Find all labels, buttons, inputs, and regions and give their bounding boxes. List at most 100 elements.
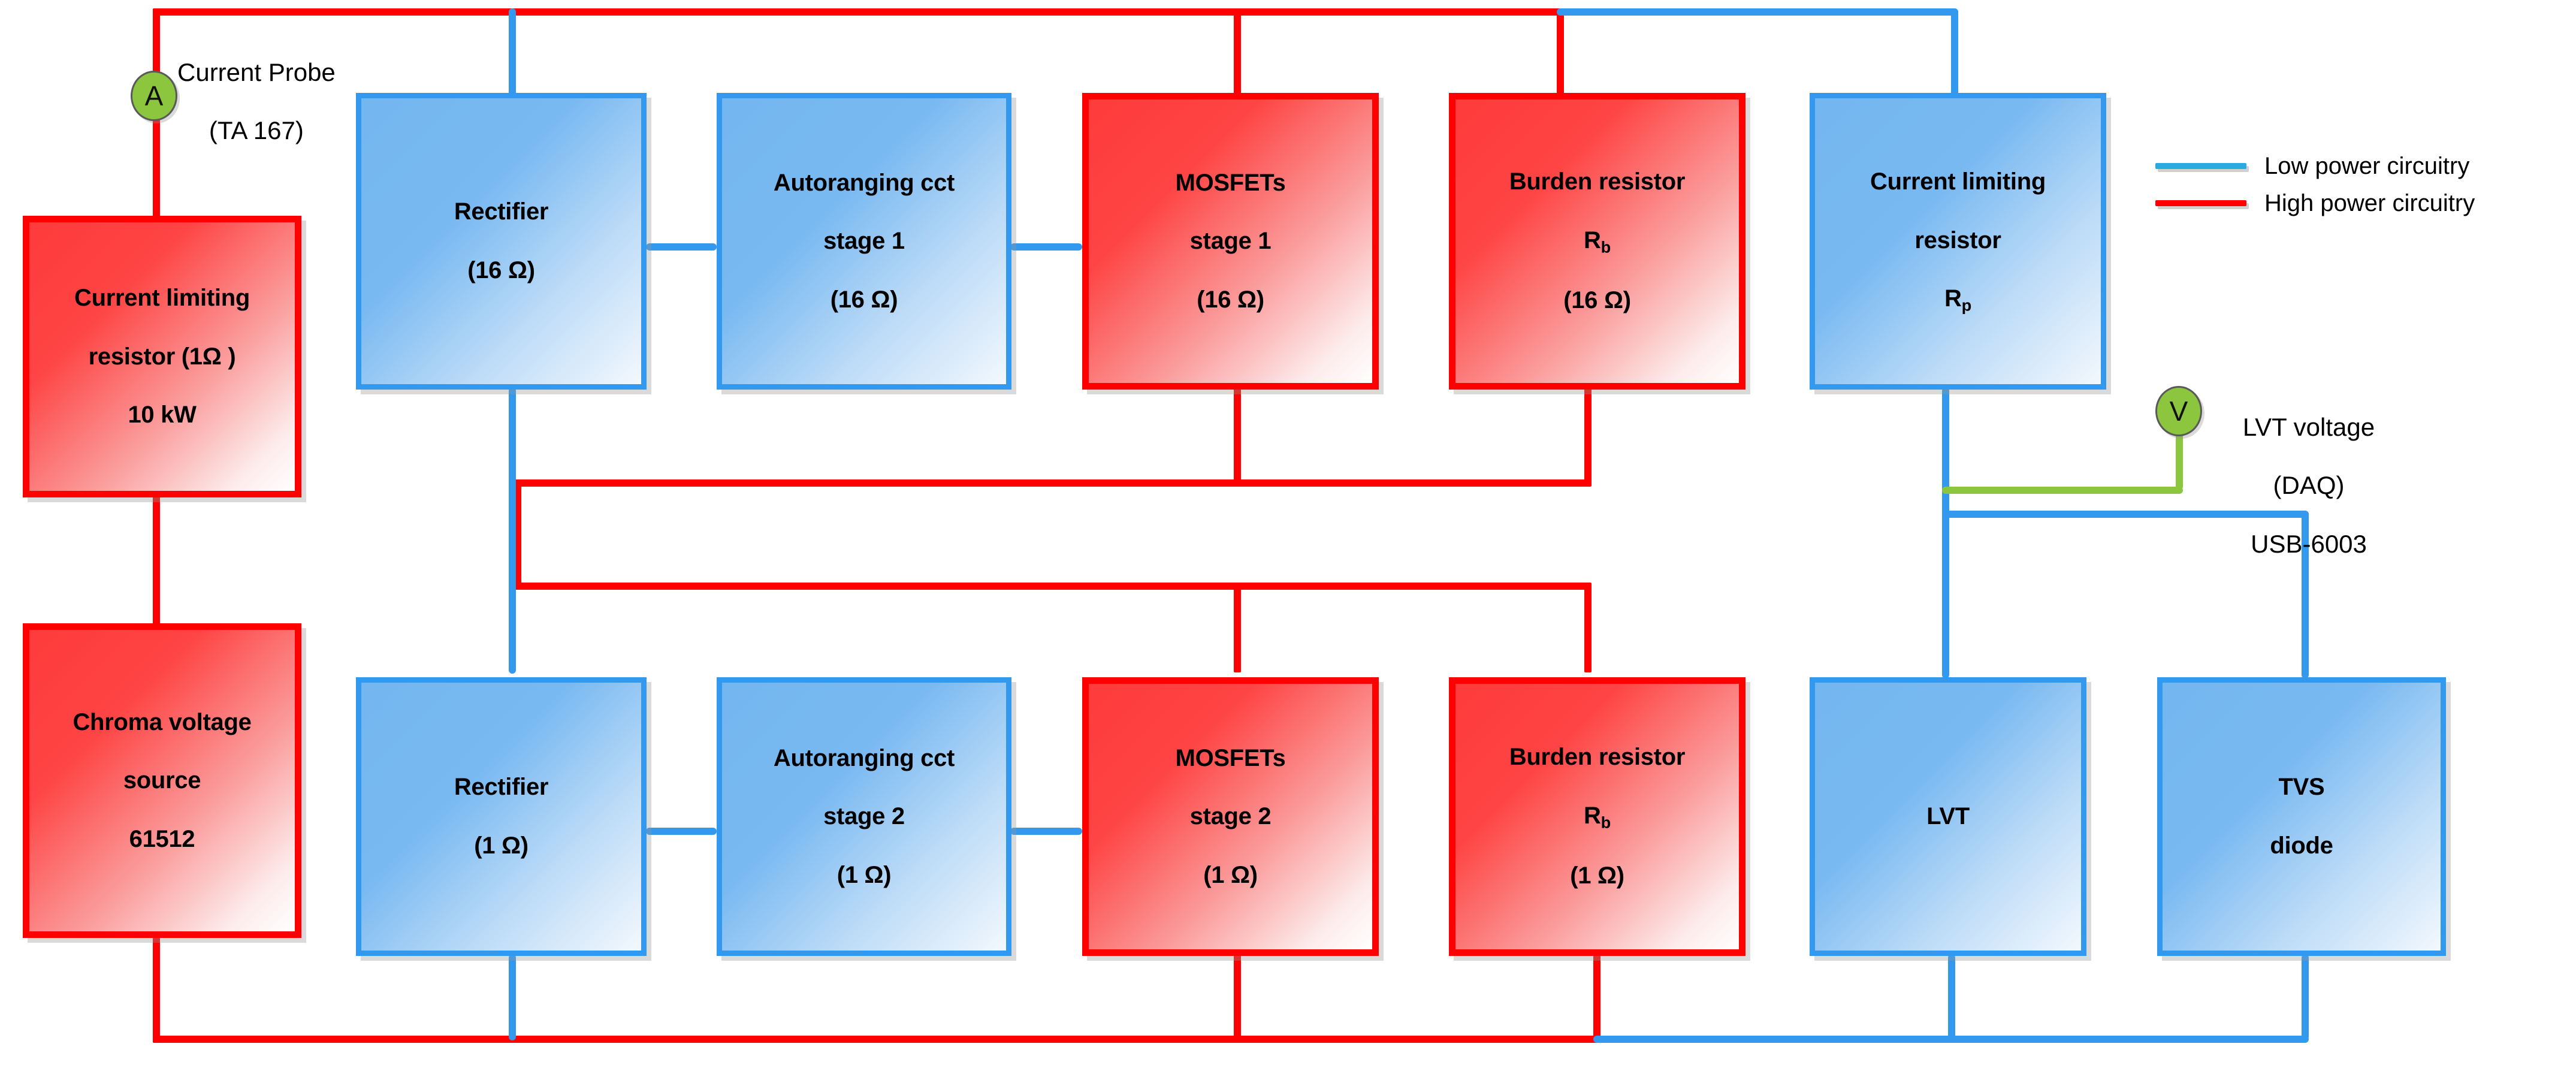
- wire-lvt-bottom-drop: [1948, 954, 1955, 1040]
- current-probe-label-line1: Current Probe: [177, 58, 336, 86]
- mosfets1-line3: (16 Ω): [1197, 286, 1264, 313]
- wire-top-high-power-rail: [153, 8, 1564, 16]
- autoranging2-line3: (1 Ω): [836, 861, 892, 888]
- autoranging2-line1: Autoranging cct: [773, 744, 955, 771]
- clr-source-line3: 10 kW: [128, 402, 197, 429]
- burden2-line2: Rb: [1584, 802, 1611, 832]
- wire-burden2-bottom-drop: [1593, 954, 1600, 1040]
- wire-rp-branch-to-tvs: [1942, 511, 2309, 518]
- burden1-line2: Rb: [1584, 227, 1611, 257]
- wire-rectifier2-bottom-drop: [509, 954, 516, 1040]
- lvt-voltage-label-line1: LVT voltage: [2242, 412, 2375, 441]
- legend-swatch-high-power-icon: [2155, 200, 2246, 206]
- lvt-line1: LVT: [1926, 803, 1970, 830]
- rectifier1-line2: (16 Ω): [467, 257, 535, 283]
- block-burden-resistor-stage-2[interactable]: Burden resistor Rb (1 Ω): [1449, 677, 1745, 956]
- wire-rectifier2-to-autoranging2: [646, 828, 717, 835]
- wire-rectifier1-to-autoranging1: [646, 243, 717, 251]
- rectifier2-line2: (1 Ω): [474, 832, 529, 859]
- autoranging2-line2: stage 2: [823, 803, 905, 830]
- burden2-line1: Burden resistor: [1509, 744, 1686, 770]
- current-probe-label: Current Probe (TA 167): [177, 29, 336, 175]
- block-mosfets-stage-2[interactable]: MOSFETs stage 2 (1 Ω): [1082, 677, 1379, 956]
- wire-mosfet2-bottom-drop: [1234, 954, 1241, 1040]
- wire-clr-to-chroma: [153, 495, 160, 626]
- rp-line2: resistor: [1914, 227, 2001, 254]
- block-chroma-voltage-source[interactable]: Chroma voltage source 61512: [23, 623, 301, 938]
- burden1-subscript: b: [1600, 237, 1611, 257]
- mosfets2-line2: stage 2: [1189, 803, 1272, 830]
- mosfets2-line1: MOSFETs: [1175, 744, 1286, 771]
- wire-branch-down-to-tvs: [2302, 511, 2309, 678]
- legend-label-low-power: Low power circuitry: [2264, 152, 2470, 179]
- wire-burden2-top-drop: [1584, 583, 1591, 672]
- block-autoranging-stage-2[interactable]: Autoranging cct stage 2 (1 Ω): [717, 677, 1011, 956]
- block-lvt[interactable]: LVT: [1810, 677, 2086, 956]
- rp-line1: Current limiting: [1870, 168, 2046, 195]
- mosfets2-line3: (1 Ω): [1203, 861, 1258, 888]
- wire-rp-to-lvt: [1942, 387, 1949, 678]
- rp-line3: Rp: [1944, 285, 1972, 315]
- legend: Low power circuitry High power circuitry: [2155, 147, 2563, 222]
- wire-mosfet1-bottom-drop: [1234, 387, 1241, 487]
- wire-tvs-bottom-drop: [2302, 954, 2309, 1040]
- wire-mid-bus-upper: [514, 479, 1590, 487]
- burden2-subscript: b: [1600, 813, 1611, 832]
- chroma-line3: 61512: [129, 825, 195, 852]
- voltage-probe-symbol[interactable]: V: [2155, 386, 2202, 436]
- wire-rail-to-rp: [1951, 8, 1958, 96]
- current-probe-symbol[interactable]: A: [131, 71, 177, 121]
- current-probe-label-line2: (TA 167): [209, 116, 304, 145]
- wire-bottom-high-power-rail: [153, 1036, 1600, 1043]
- tvs-line2: diode: [2270, 832, 2333, 859]
- voltage-probe-glyph: V: [2169, 396, 2188, 427]
- lvt-voltage-label-line2: (DAQ): [2273, 471, 2345, 500]
- legend-label-high-power: High power circuitry: [2264, 189, 2475, 216]
- lvt-voltage-label-line3: USB-6003: [2251, 529, 2367, 558]
- wire-mosfet1-top: [1234, 8, 1241, 96]
- wire-daq-tap-horizontal: [1942, 487, 2183, 494]
- wire-probe-to-clr: [153, 101, 160, 218]
- block-current-limiting-resistor-rp[interactable]: Current limiting resistor Rp: [1810, 93, 2106, 390]
- autoranging1-line1: Autoranging cct: [773, 169, 955, 196]
- block-tvs-diode[interactable]: TVS diode: [2157, 677, 2446, 956]
- autoranging1-line3: (16 Ω): [830, 286, 898, 313]
- block-current-limiting-resistor-source[interactable]: Current limiting resistor (1Ω ) 10 kW: [23, 216, 301, 497]
- block-rectifier-stage-2[interactable]: Rectifier (1 Ω): [356, 677, 647, 956]
- block-rectifier-stage-1[interactable]: Rectifier (16 Ω): [356, 93, 647, 390]
- wire-top-low-power-rail: [1557, 8, 1958, 16]
- rp-subscript: p: [1961, 295, 1972, 315]
- legend-item-high-power: High power circuitry: [2155, 185, 2563, 222]
- tvs-line1: TVS: [2278, 774, 2325, 801]
- block-mosfets-stage-1[interactable]: MOSFETs stage 1 (16 Ω): [1082, 93, 1379, 390]
- burden1-line3: (16 Ω): [1563, 287, 1631, 314]
- rectifier2-line1: Rectifier: [454, 774, 549, 801]
- wire-autoranging1-to-mosfets1: [1010, 243, 1082, 251]
- mosfets1-line1: MOSFETs: [1175, 169, 1286, 196]
- wire-chroma-to-bottom-rail: [153, 935, 160, 1043]
- chroma-line1: Chroma voltage: [73, 708, 252, 735]
- wire-mosfet2-top-drop: [1234, 583, 1241, 672]
- wire-probe-top-drop: [153, 8, 160, 74]
- lvt-voltage-label: LVT voltage (DAQ) USB-6003: [2210, 384, 2408, 588]
- current-probe-glyph: A: [144, 80, 164, 111]
- legend-item-low-power: Low power circuitry: [2155, 147, 2563, 185]
- block-burden-resistor-stage-1[interactable]: Burden resistor Rb (16 Ω): [1449, 93, 1745, 390]
- mosfets1-line2: stage 1: [1189, 228, 1272, 255]
- burden2-line3: (1 Ω): [1570, 862, 1624, 889]
- autoranging1-line2: stage 1: [823, 228, 905, 255]
- wire-daq-tap-vertical: [2176, 428, 2183, 490]
- clr-source-line1: Current limiting: [74, 285, 250, 311]
- rectifier1-line1: Rectifier: [454, 198, 549, 225]
- wire-rectifier1-top: [509, 8, 516, 96]
- legend-swatch-low-power-icon: [2155, 163, 2246, 169]
- wire-mid-bus-link: [514, 479, 521, 590]
- block-autoranging-stage-1[interactable]: Autoranging cct stage 1 (16 Ω): [717, 93, 1011, 390]
- clr-source-line2: resistor (1Ω ): [88, 343, 236, 370]
- burden1-line1: Burden resistor: [1509, 168, 1686, 195]
- wire-mid-bus-lower: [514, 583, 1590, 590]
- wire-autoranging2-to-mosfets2: [1010, 828, 1082, 835]
- wire-burden1-top: [1557, 8, 1564, 96]
- chroma-line2: source: [123, 767, 201, 794]
